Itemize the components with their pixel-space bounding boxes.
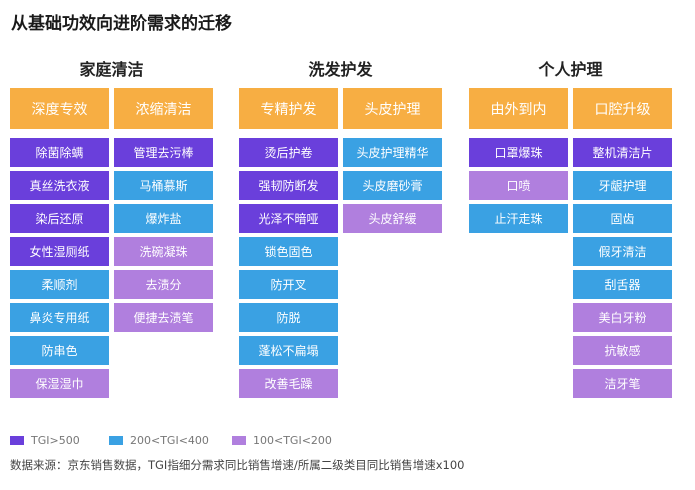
need-cell: 头皮舒缓 xyxy=(343,204,442,233)
need-cell: 美白牙粉 xyxy=(573,303,672,332)
need-cell: 刮舌器 xyxy=(573,270,672,299)
need-cell: 便捷去渍笔 xyxy=(114,303,213,332)
need-cell: 改善毛躁 xyxy=(239,369,338,398)
need-cell: 牙龈护理 xyxy=(573,171,672,200)
need-cell: 爆炸盐 xyxy=(114,204,213,233)
legend-swatch-mid xyxy=(109,435,123,445)
legend-swatch-high xyxy=(10,435,24,445)
category-header: 头皮护理 xyxy=(343,88,442,129)
need-cell: 头皮磨砂膏 xyxy=(343,171,442,200)
need-cell: 柔顺剂 xyxy=(10,270,109,299)
need-cell: 烫后护卷 xyxy=(239,138,338,167)
legend-item-low: 100<TGI<200 xyxy=(232,433,332,447)
need-cell: 去渍分 xyxy=(114,270,213,299)
need-cell: 防脱 xyxy=(239,303,338,332)
need-cell: 防串色 xyxy=(10,336,109,365)
need-cell: 止汗走珠 xyxy=(469,204,568,233)
need-cell: 光泽不暗哑 xyxy=(239,204,338,233)
need-cell: 鼻炎专用纸 xyxy=(10,303,109,332)
need-cell: 防开叉 xyxy=(239,270,338,299)
group-title: 洗发护发 xyxy=(308,60,373,79)
need-cell: 女性湿厕纸 xyxy=(10,237,109,266)
page-title: 从基础功效向进阶需求的迁移 xyxy=(11,14,232,34)
need-cell: 口罩爆珠 xyxy=(469,138,568,167)
need-cell: 马桶慕斯 xyxy=(114,171,213,200)
category-header: 口腔升级 xyxy=(573,88,672,129)
legend-label-low: 100<TGI<200 xyxy=(253,433,332,447)
need-cell: 口喷 xyxy=(469,171,568,200)
need-cell: 染后还原 xyxy=(10,204,109,233)
need-cell: 头皮护理精华 xyxy=(343,138,442,167)
need-cell: 抗敏感 xyxy=(573,336,672,365)
category-header: 专精护发 xyxy=(239,88,338,129)
group-title: 家庭清洁 xyxy=(79,60,144,79)
group-title: 个人护理 xyxy=(538,60,603,79)
need-cell: 除菌除螨 xyxy=(10,138,109,167)
need-cell: 强韧防断发 xyxy=(239,171,338,200)
need-cell: 洁牙笔 xyxy=(573,369,672,398)
need-cell: 假牙清洁 xyxy=(573,237,672,266)
legend-label-high: TGI>500 xyxy=(31,433,80,447)
category-header: 浓缩清洁 xyxy=(114,88,213,129)
need-cell: 整机清洁片 xyxy=(573,138,672,167)
legend-label-mid: 200<TGI<400 xyxy=(130,433,209,447)
data-source-note: 数据来源：京东销售数据，TGI指细分需求同比销售增速/所属二级类目同比销售增速x… xyxy=(10,458,465,472)
need-cell: 固齿 xyxy=(573,204,672,233)
legend-item-high: TGI>500 xyxy=(10,433,80,447)
need-cell: 真丝洗衣液 xyxy=(10,171,109,200)
need-cell: 洗碗凝珠 xyxy=(114,237,213,266)
need-cell: 保湿湿巾 xyxy=(10,369,109,398)
need-cell: 锁色固色 xyxy=(239,237,338,266)
legend-item-mid: 200<TGI<400 xyxy=(109,433,209,447)
legend-swatch-low xyxy=(232,435,246,445)
category-header: 深度专效 xyxy=(10,88,109,129)
category-header: 由外到内 xyxy=(469,88,568,129)
need-cell: 管理去污棒 xyxy=(114,138,213,167)
need-cell: 蓬松不扁塌 xyxy=(239,336,338,365)
